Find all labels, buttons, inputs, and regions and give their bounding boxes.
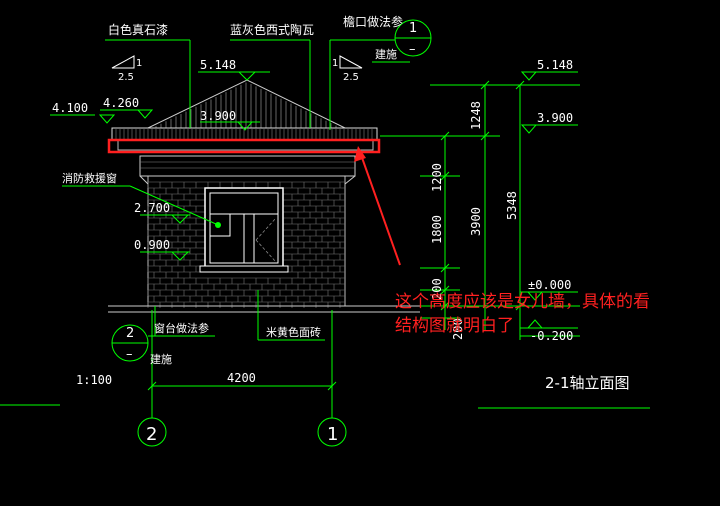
elev-0900: 0.900 xyxy=(134,238,170,252)
label-jianshi-bottom: 建施 xyxy=(150,352,172,366)
elev-3900-left: 3.900 xyxy=(200,109,236,123)
dim-1200: 1200 xyxy=(430,163,444,192)
dim-200b: 200 xyxy=(451,318,465,340)
label-jianshi-top: 建施 xyxy=(375,47,397,61)
label-fire-window: 消防救援窗 xyxy=(62,171,117,185)
elev-3900-right: 3.900 xyxy=(537,111,573,125)
bubble-1-bottom: – xyxy=(409,42,416,57)
elev-m0200: -0.200 xyxy=(530,329,573,343)
dim-200a: 200 xyxy=(430,278,444,300)
annotation-arrow xyxy=(354,146,401,266)
label-eave-ref: 檐口做法参 xyxy=(343,14,403,29)
axis-2-label: 2 xyxy=(146,424,157,445)
elev-5148-left: 5.148 xyxy=(200,58,236,72)
bottom-callouts xyxy=(0,290,325,406)
top-callouts xyxy=(105,19,432,130)
label-beige-tile: 米黄色面砖 xyxy=(266,325,321,339)
elev-0000: ±0.000 xyxy=(528,278,571,292)
slope-right-1: 1 xyxy=(332,58,338,69)
bubble-2-bottom: – xyxy=(126,347,133,362)
slope-left-1: 1 xyxy=(136,58,142,69)
annotation-line-2: 结构图就明白了 xyxy=(395,316,514,336)
annotation-line-1: 这个高度应该是女儿墙，具体的看 xyxy=(395,292,650,312)
slope-left-25: 2.5 xyxy=(118,72,134,83)
elev-5148-right: 5.148 xyxy=(537,58,573,72)
dim-5348: 5348 xyxy=(505,191,519,220)
dim-1800: 1800 xyxy=(430,215,444,244)
view-title: 2-1轴立面图 xyxy=(545,374,630,392)
right-dimensions xyxy=(380,71,650,409)
bubble-1-top: 1 xyxy=(409,21,417,36)
left-elevation-markers xyxy=(50,71,270,261)
slope-right-25: 2.5 xyxy=(343,72,359,83)
highlight-box xyxy=(107,138,381,154)
dim-4200: 4200 xyxy=(227,371,256,385)
ground-line xyxy=(108,305,420,313)
label-blue-grey-tile: 蓝灰色西式陶瓦 xyxy=(230,22,314,37)
dimension-4200 xyxy=(137,310,347,447)
dim-1248: 1248 xyxy=(469,101,483,130)
bubble-2-top: 2 xyxy=(126,326,134,341)
roof xyxy=(111,79,378,185)
elev-2700: 2.700 xyxy=(134,201,170,215)
label-sill-ref: 窗台做法参 xyxy=(154,321,209,335)
axis-1-label: 1 xyxy=(327,424,338,445)
fire-rescue-window xyxy=(199,187,289,273)
scale-label: 1:100 xyxy=(76,373,112,387)
dim-3900: 3900 xyxy=(469,207,483,236)
label-white-stone-paint: 白色真石漆 xyxy=(108,22,168,37)
elev-4260: 4.260 xyxy=(103,96,139,110)
elev-4100: 4.100 xyxy=(52,101,88,115)
